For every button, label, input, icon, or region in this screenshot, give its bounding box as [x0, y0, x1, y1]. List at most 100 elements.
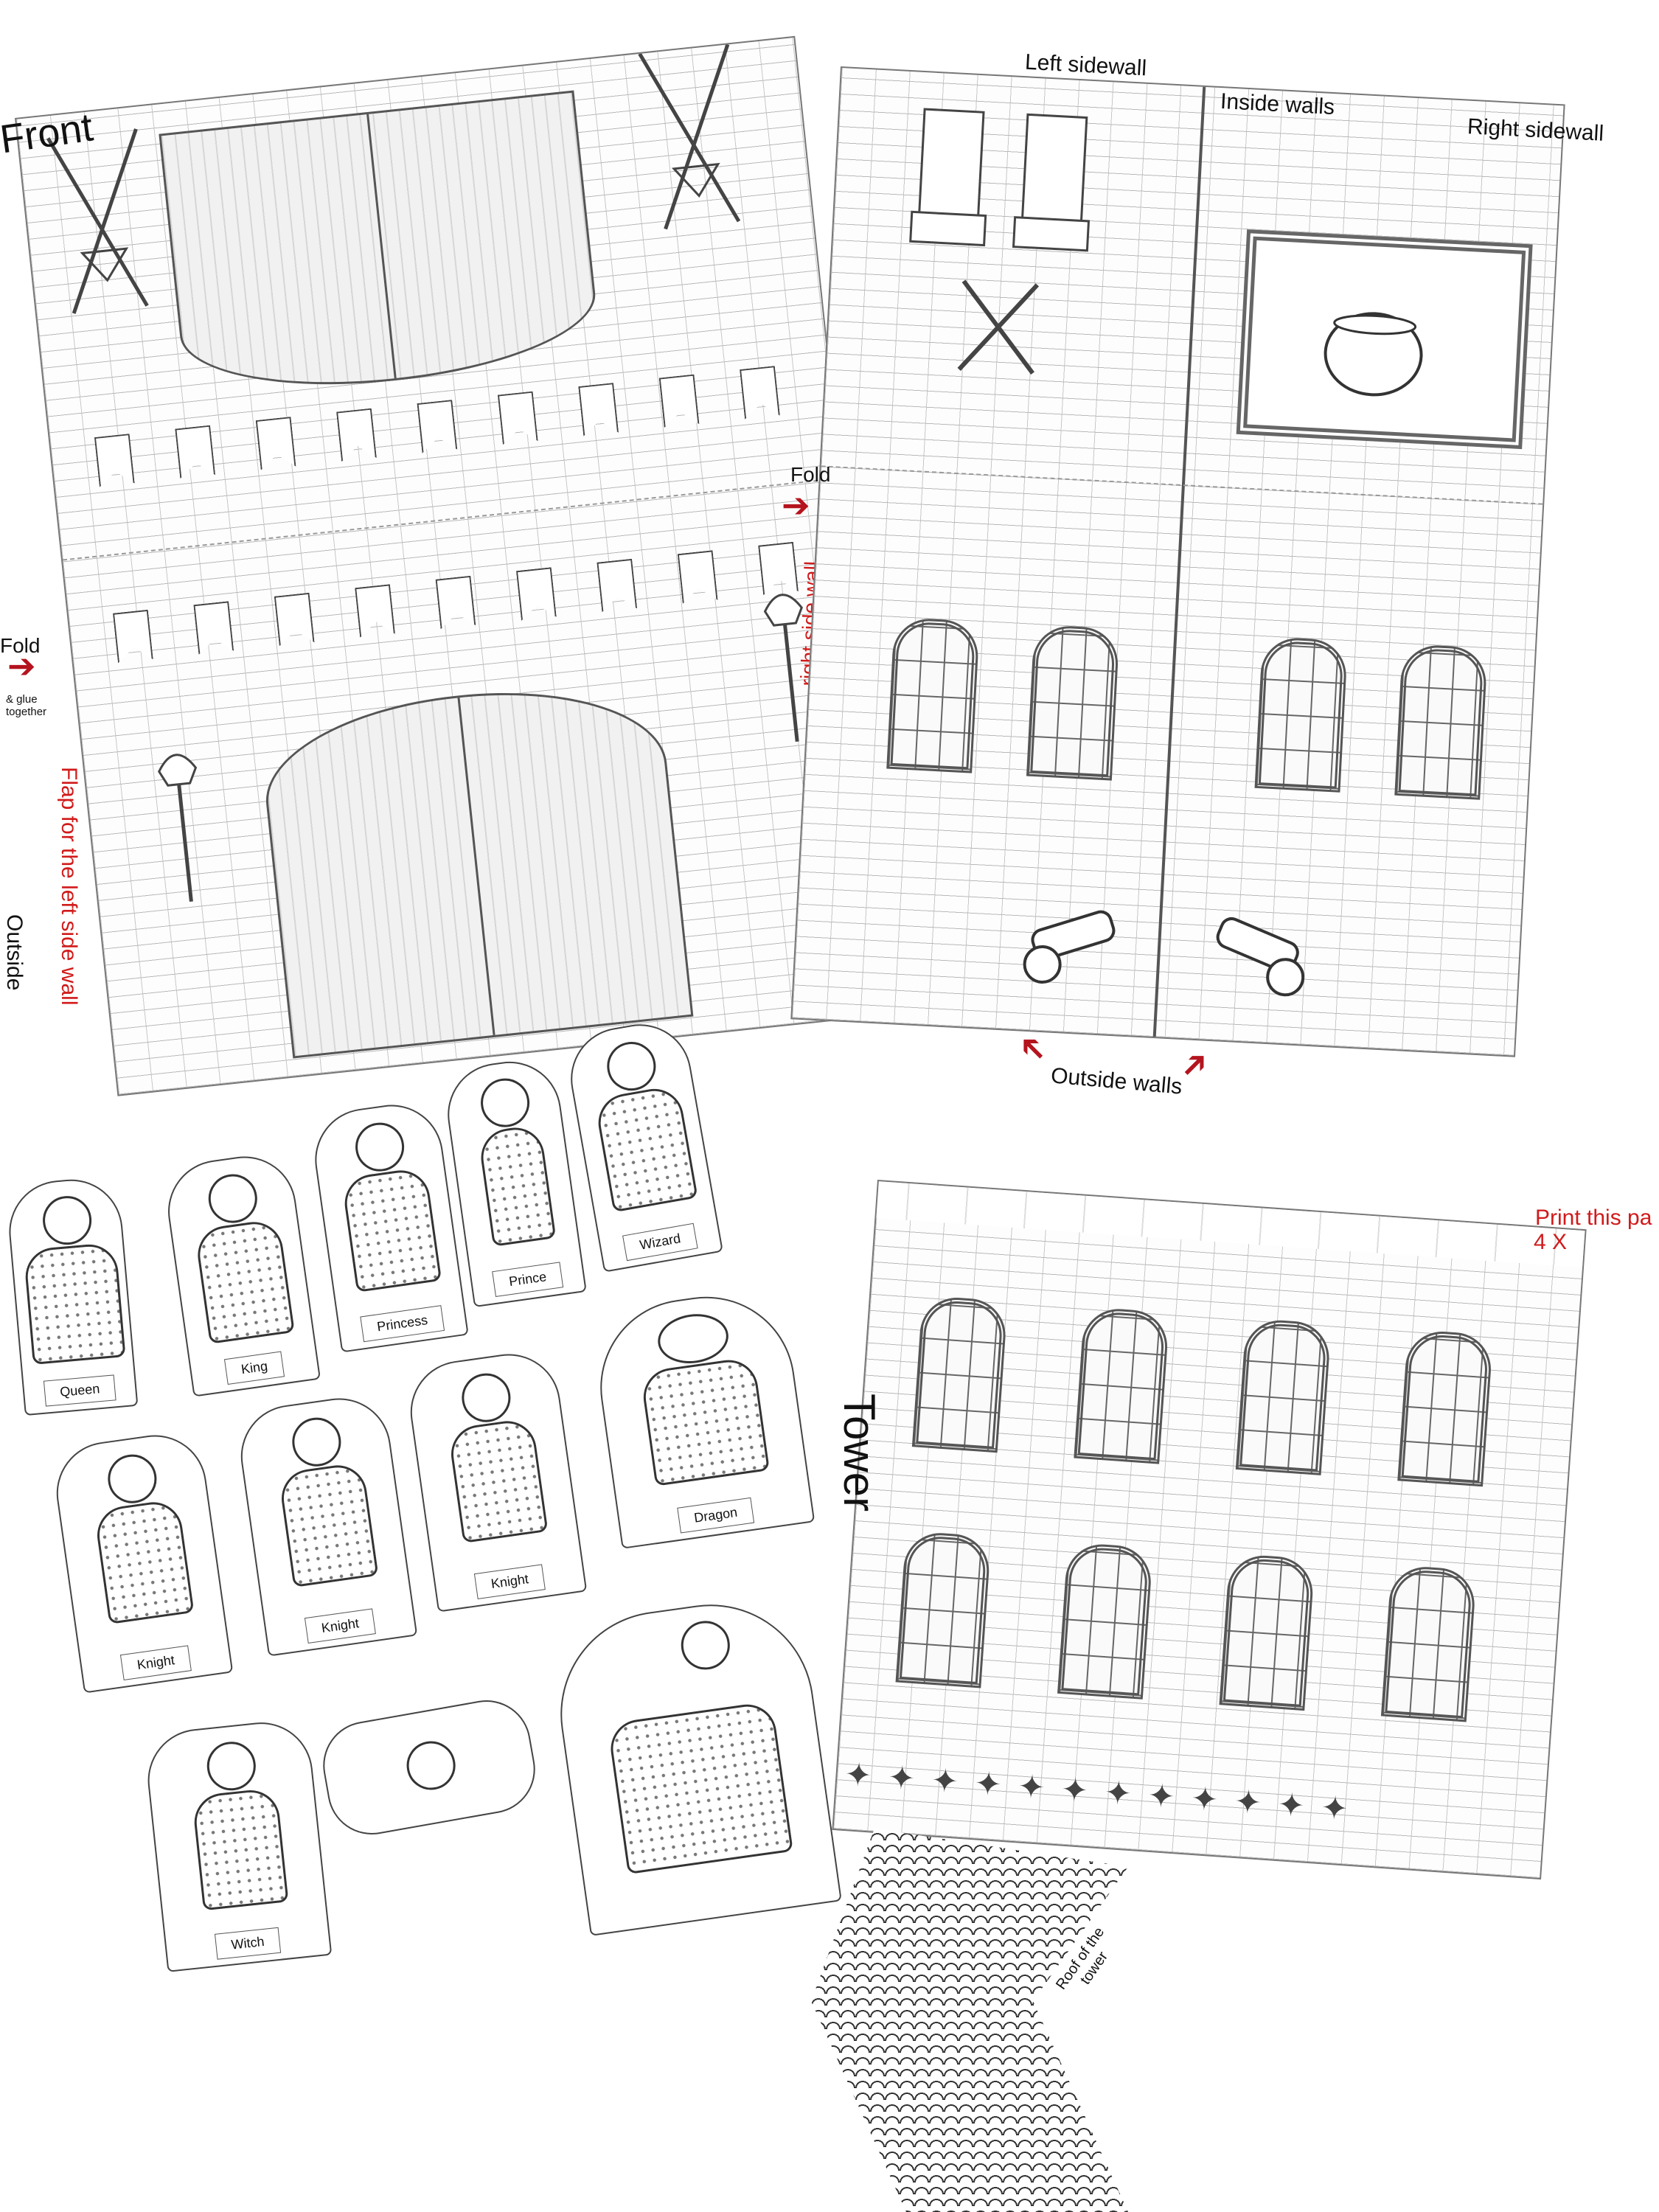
fold-glue-label: & glue together — [6, 693, 47, 718]
arched-window — [895, 1530, 992, 1688]
grass-decoration: ✦✦✦✦✦✦✦✦✦✦✦✦ — [843, 1756, 1366, 1829]
left-arrow-icon: ➔ — [1008, 1025, 1056, 1074]
figure-body — [23, 1242, 126, 1365]
banner — [113, 610, 153, 664]
figure-knight-3: Knight — [403, 1347, 588, 1613]
figure-head — [678, 1618, 734, 1673]
figure-label: Knight — [119, 1645, 192, 1680]
arched-window — [1394, 643, 1488, 800]
figure-head — [105, 1451, 160, 1506]
banner — [740, 366, 780, 420]
right-arrow-icon: ➔ — [7, 647, 36, 685]
figure-head — [41, 1194, 94, 1247]
figure-label: Knight — [473, 1564, 546, 1599]
banner — [417, 400, 457, 453]
figure-body — [594, 1084, 698, 1213]
fold-right-label: Fold — [790, 463, 831, 486]
figure-head — [352, 1119, 408, 1175]
upper-castle-door — [159, 90, 602, 403]
figure-body — [447, 1417, 549, 1543]
throne-icon — [1012, 113, 1091, 252]
figure-label: Queen — [43, 1374, 116, 1407]
arched-window — [1254, 636, 1349, 793]
arched-window — [1397, 1329, 1494, 1487]
banner — [336, 408, 377, 462]
figure-queen: Queen — [4, 1175, 139, 1416]
figure-head — [603, 1037, 660, 1095]
cauldron-icon — [1324, 312, 1423, 397]
banner — [256, 417, 296, 470]
figure-knight-on-horse — [547, 1591, 842, 1936]
torch-icon — [158, 754, 198, 902]
crossed-swords-icon — [957, 279, 1040, 375]
wall-divider — [1152, 86, 1206, 1037]
figure-body — [341, 1166, 442, 1293]
arched-window — [1219, 1553, 1315, 1711]
figure-body — [639, 1356, 770, 1486]
figure-witch: Witch — [142, 1717, 333, 1972]
banner-row-upper — [94, 364, 804, 496]
lower-castle-door — [257, 675, 694, 1059]
figure-flying-witch — [316, 1693, 543, 1842]
banner — [578, 383, 619, 437]
figure-head — [654, 1310, 732, 1368]
figure-head — [459, 1370, 514, 1425]
print-note-line1: Print this pa — [1535, 1206, 1652, 1230]
tower-roof — [811, 1829, 1128, 2212]
banner — [274, 593, 315, 647]
banner — [436, 576, 476, 630]
figure-head — [477, 1075, 533, 1130]
banner-row-lower — [113, 539, 823, 672]
banner — [678, 550, 718, 604]
tower-title: Tower — [835, 1394, 884, 1512]
figure-wizard: Wizard — [563, 1016, 723, 1273]
print-note-line2: 4 X — [1534, 1230, 1568, 1254]
banner — [498, 392, 538, 445]
outside-walls-label: Outside walls — [1049, 1063, 1183, 1099]
figure-label: Princess — [360, 1305, 445, 1343]
figure-head — [289, 1414, 344, 1470]
tower-sheet: ✦✦✦✦✦✦✦✦✦✦✦✦ — [832, 1180, 1587, 1880]
figure-knight-1: Knight — [49, 1428, 234, 1694]
figure-knight-2: Knight — [234, 1391, 418, 1657]
figure-dragon: Dragon — [588, 1285, 815, 1549]
figure-body — [194, 1218, 295, 1344]
figure-king: King — [161, 1150, 321, 1397]
arched-window — [1380, 1564, 1478, 1722]
banner — [175, 425, 215, 479]
figure-body — [93, 1498, 195, 1624]
arched-window — [911, 1295, 1008, 1453]
flap-left-label: Flap for the left side wall — [57, 767, 81, 1006]
figure-label: King — [223, 1351, 285, 1385]
banner — [659, 375, 700, 428]
throne-icon — [909, 108, 987, 247]
fold-line — [62, 477, 841, 561]
cannon-icon — [1023, 910, 1116, 984]
crossed-swords-icon — [46, 128, 149, 314]
figure-label: Wizard — [622, 1222, 698, 1262]
cannon-icon — [1216, 917, 1305, 997]
arched-window — [886, 616, 980, 773]
figure-body — [607, 1700, 793, 1874]
banner — [94, 434, 135, 487]
right-arrow-icon: ➔ — [782, 486, 810, 524]
banner — [597, 559, 637, 613]
figure-head — [403, 1737, 459, 1794]
figure-label: Witch — [214, 1927, 282, 1960]
figure-body — [477, 1124, 557, 1247]
torch-icon — [763, 594, 803, 742]
figure-body — [277, 1461, 379, 1587]
crossed-swords-icon — [638, 44, 741, 230]
figure-label: Knight — [304, 1608, 376, 1644]
arched-window — [1057, 1542, 1154, 1700]
figure-body — [191, 1787, 289, 1911]
figure-princess: Princess — [308, 1098, 469, 1353]
arched-window — [1074, 1306, 1170, 1464]
figure-label: Dragon — [677, 1497, 755, 1534]
figure-head — [205, 1171, 261, 1226]
arched-window — [1235, 1318, 1332, 1475]
banner — [193, 601, 234, 655]
banner — [516, 567, 557, 621]
banner — [355, 584, 395, 638]
arched-window — [1026, 624, 1120, 781]
